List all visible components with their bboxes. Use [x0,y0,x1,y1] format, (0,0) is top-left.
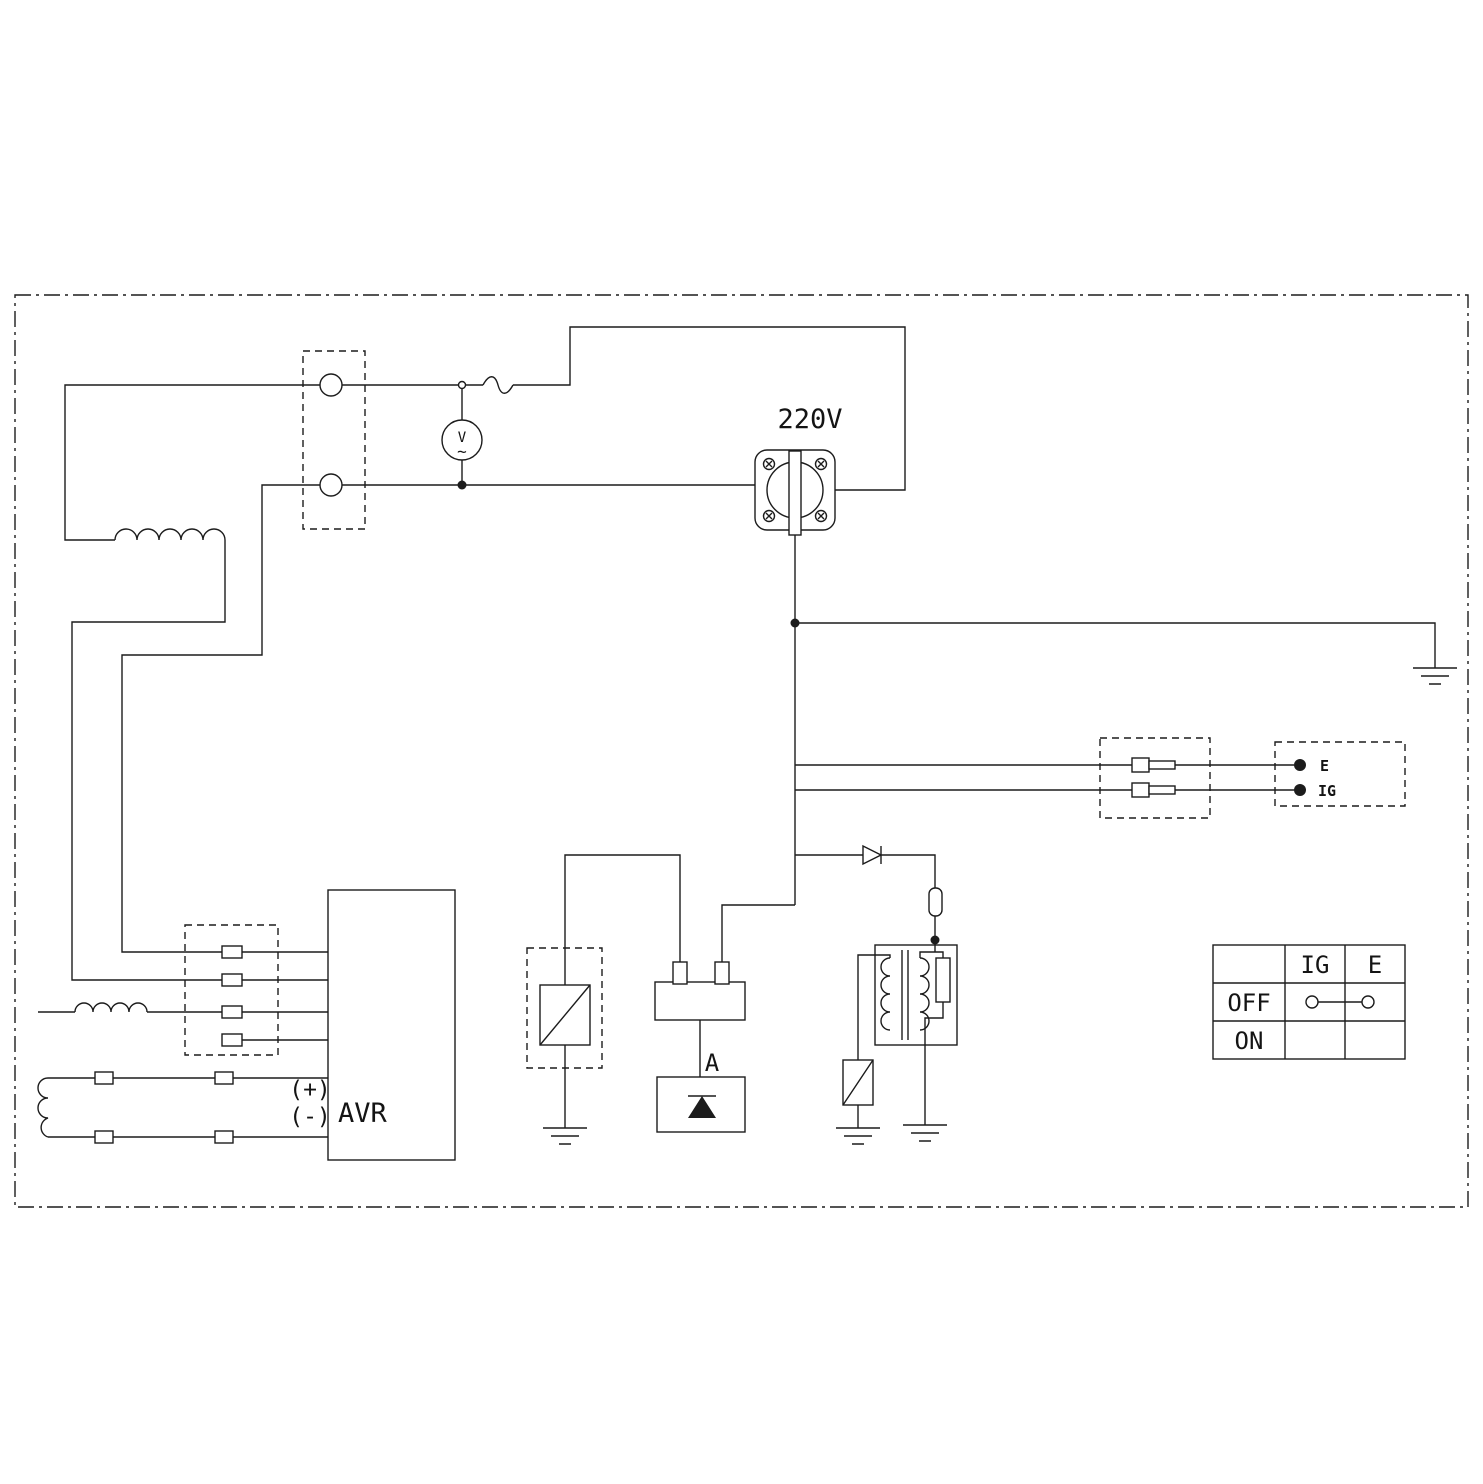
stop-switch-connector [1099,737,1211,819]
connector-plug [1131,782,1150,798]
connector-pin [714,961,730,985]
screw-icon [762,457,776,471]
switch-table: IG E OFF ON [1212,944,1406,1060]
diode-unit-label: A [705,1049,720,1077]
secondary-winding [919,957,930,1031]
connector-plug [214,1130,234,1144]
connector-pin [221,973,243,987]
ignition-coil [874,944,958,1046]
receptacle-220v: 220V [754,404,843,536]
table-row-on: ON [1235,1027,1264,1055]
rotor-winding-plugs [94,1071,234,1144]
screw-icon [814,509,828,523]
avr-label: AVR [338,1098,388,1129]
fuse-symbol [482,376,514,394]
avr-unit: (+) (-) AVR [289,889,456,1161]
receptacle-voltage-label: 220V [777,404,842,435]
table-row-off: OFF [1227,989,1270,1017]
plug-blade [788,450,802,536]
connector-plug [214,1071,234,1085]
connector-plug [1131,757,1150,773]
main-winding-coil [114,528,226,541]
core-lines [901,950,909,1040]
voltmeter-letter: V [458,430,467,446]
spark-plug [842,1059,874,1106]
inline-fuse [928,887,943,917]
terminal-circle-bottom [319,473,343,497]
ground-icon [836,1127,880,1145]
terminal-e-dot [1294,759,1306,771]
diode-icon [688,1096,716,1118]
output-terminal-block [302,350,366,530]
terminal-ig-dot [1294,784,1306,796]
diode-unit: A [656,1049,746,1133]
diagram-border [14,294,1469,1208]
tap-node [457,380,467,390]
voltmeter: V ~ [441,380,483,461]
screw-icon [762,509,776,523]
exciter-winding-coil [74,1002,148,1013]
screw-icon [814,457,828,471]
connector-plug [94,1071,114,1085]
stop-switch-terminals: E IG [1274,741,1406,807]
diode-icon [862,844,883,866]
terminal-ig-label: IG [1318,782,1336,800]
connector-pin [672,961,688,985]
resistor [935,957,951,1003]
junction-dots [457,480,940,945]
primary-winding [880,957,891,1031]
rectifier-unit [526,947,603,1069]
table-header-ig: IG [1301,951,1330,979]
voltmeter-dial [441,419,483,461]
connector-plug [1148,760,1176,770]
ground-icon [903,1124,947,1142]
connector-pin [221,945,243,959]
wiring [37,326,1436,1138]
rotor-winding-coil [37,1077,49,1138]
ground-icon [543,1127,587,1145]
avr-negative-label: (-) [289,1104,331,1130]
inline-diode [862,844,883,866]
connector-pin [221,1033,243,1047]
avr-connector [184,924,279,1056]
connector-plug [1148,785,1176,795]
ground-icon [1413,667,1457,685]
terminal-e-label: E [1320,757,1329,775]
voltmeter-wave: ~ [457,442,467,461]
connector-a [654,961,746,1021]
terminal-circle-top [319,373,343,397]
connector-pin [221,1005,243,1019]
avr-positive-label: (+) [289,1077,331,1103]
contact-closed-symbol [1305,995,1375,1009]
connector-plug [94,1130,114,1144]
table-header-e: E [1368,951,1382,979]
